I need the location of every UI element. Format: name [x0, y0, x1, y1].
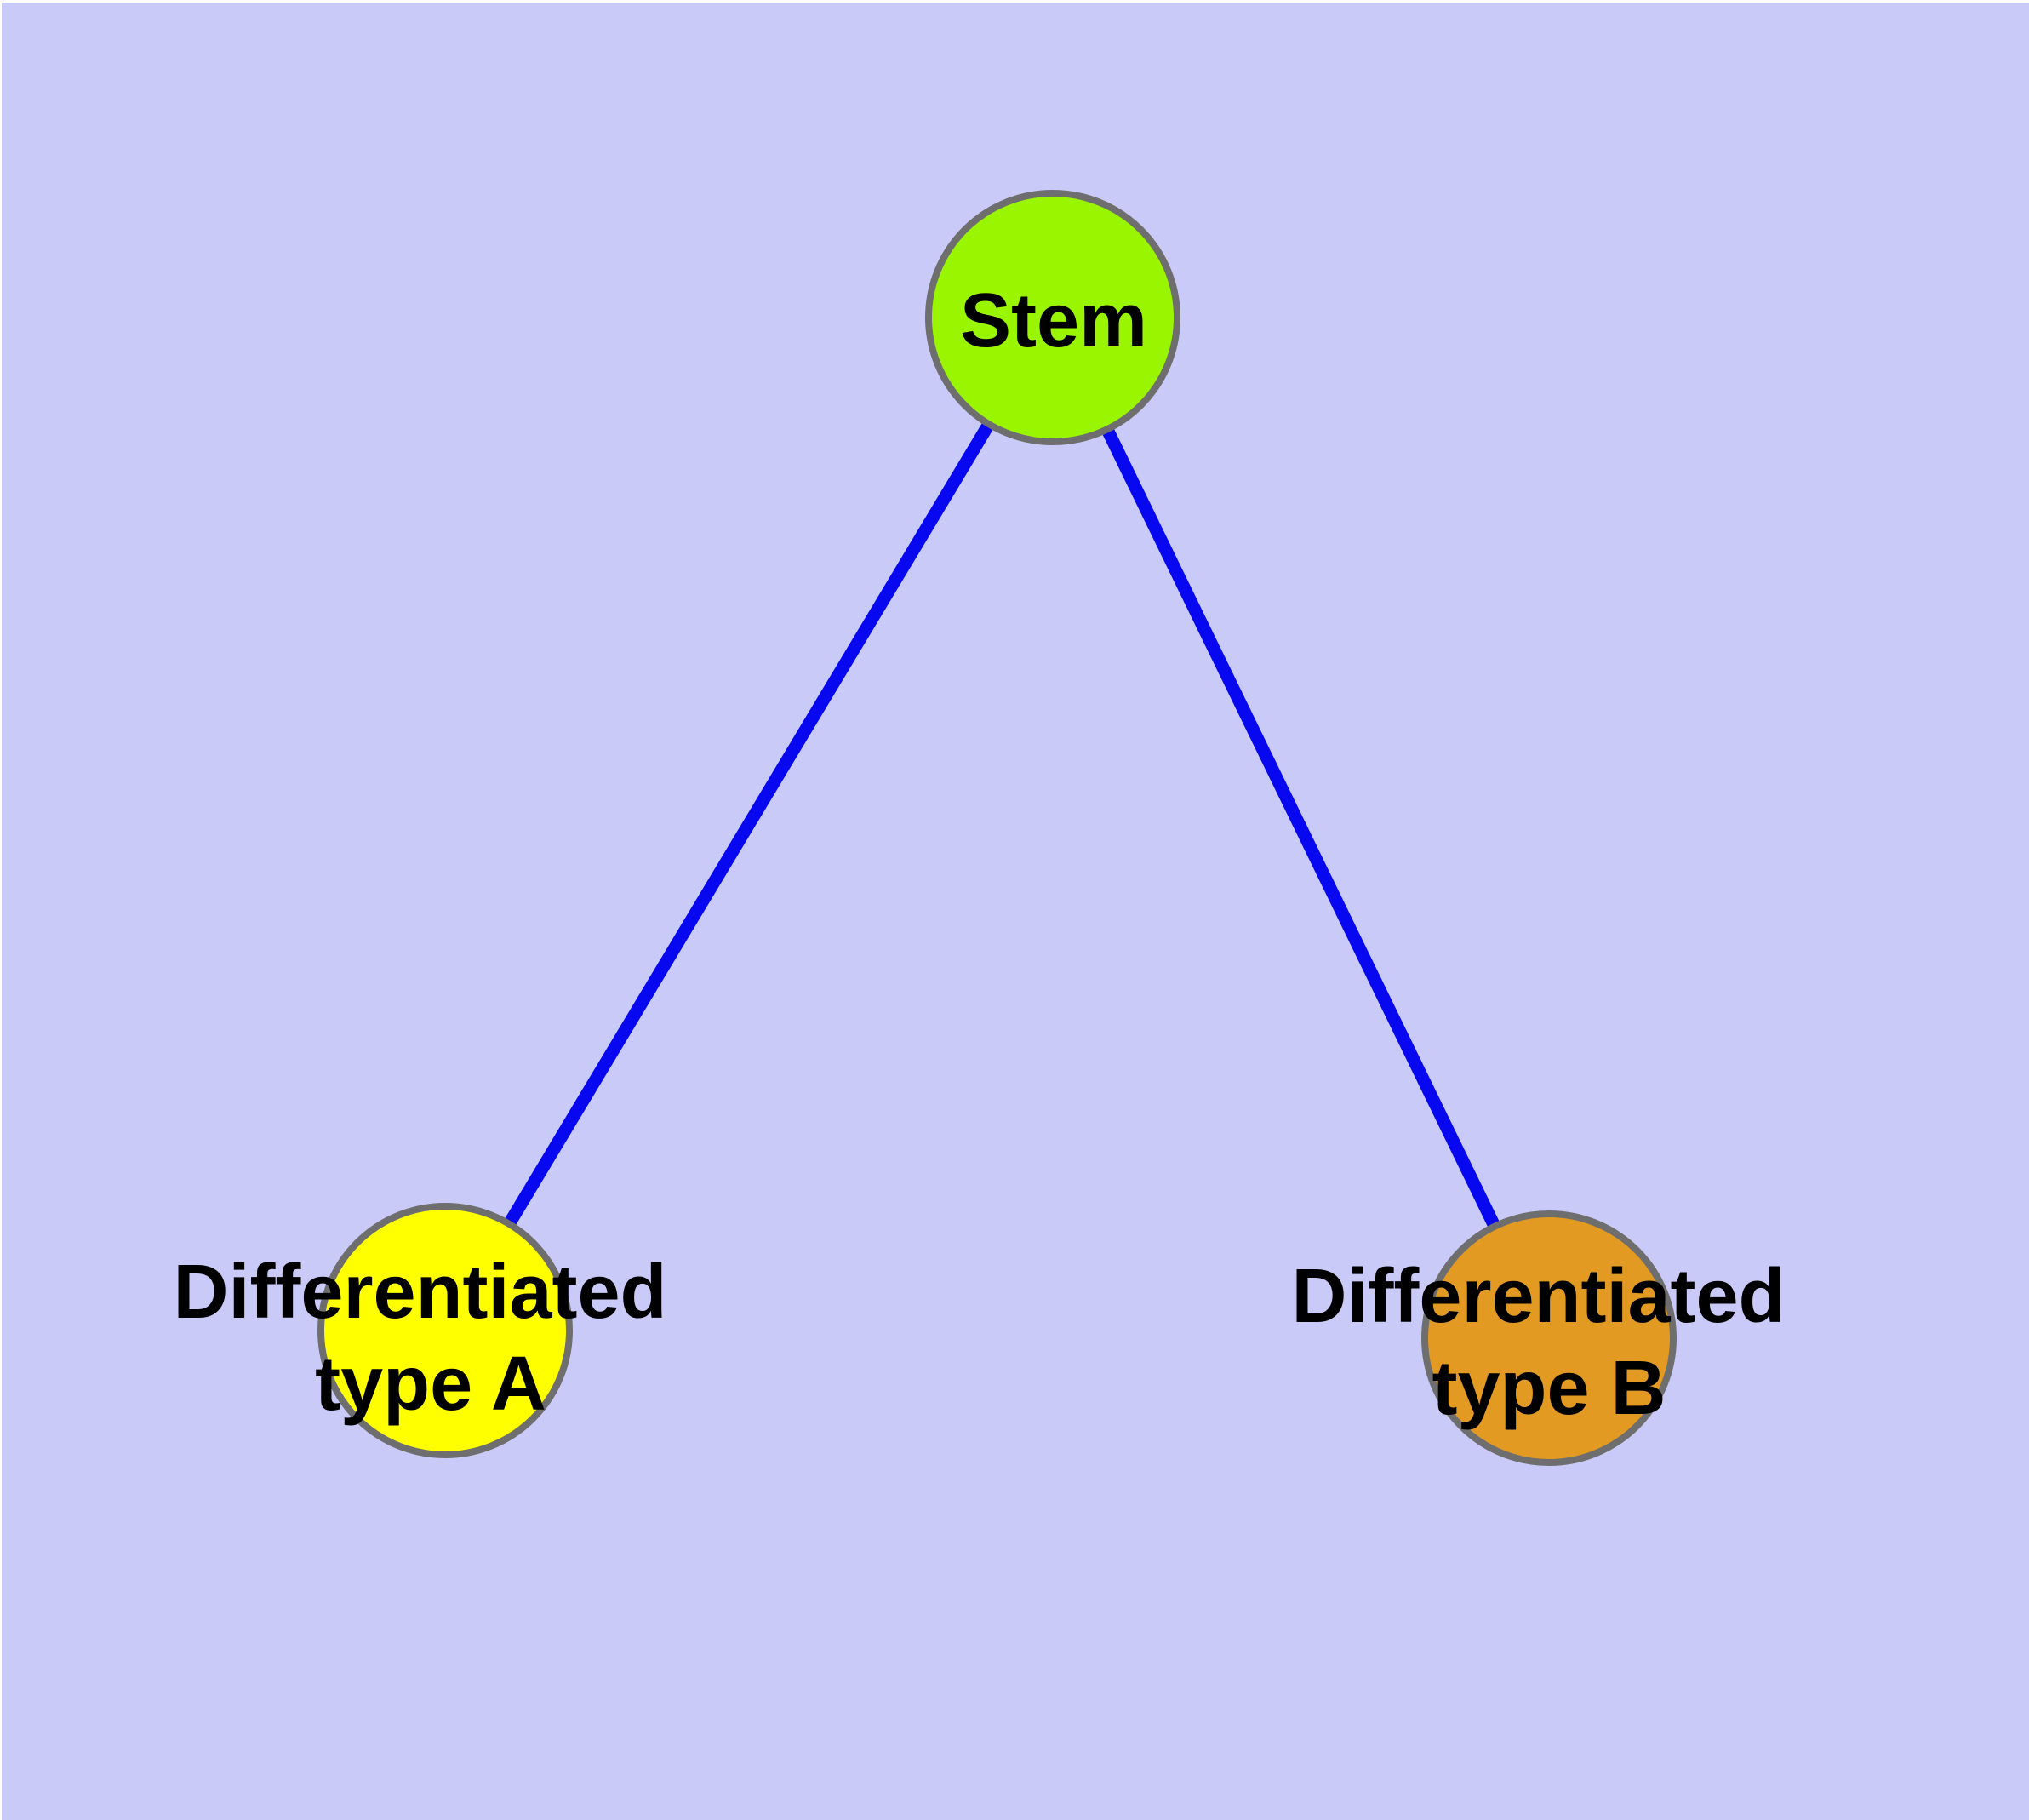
node-differentiated-type-b — [1421, 1210, 1677, 1466]
node-differentiated-type-a — [317, 1203, 573, 1458]
node-type-b-label-line2: type B — [1432, 1346, 1666, 1431]
node-type-a-label: Differentiated type A — [173, 1250, 688, 1427]
edge-stem-to-type-b — [1047, 314, 1555, 1342]
node-type-b-label-line1: Differentiated — [1291, 1254, 1785, 1339]
node-stem — [925, 190, 1180, 445]
node-type-a-label-line2: type A — [315, 1342, 546, 1427]
node-stem-label: Stem — [960, 278, 1147, 363]
edge-stem-to-type-a — [439, 314, 1059, 1334]
node-type-a-label-line1: Differentiated — [173, 1250, 666, 1335]
node-type-b-label: Differentiated type B — [1291, 1254, 1806, 1431]
